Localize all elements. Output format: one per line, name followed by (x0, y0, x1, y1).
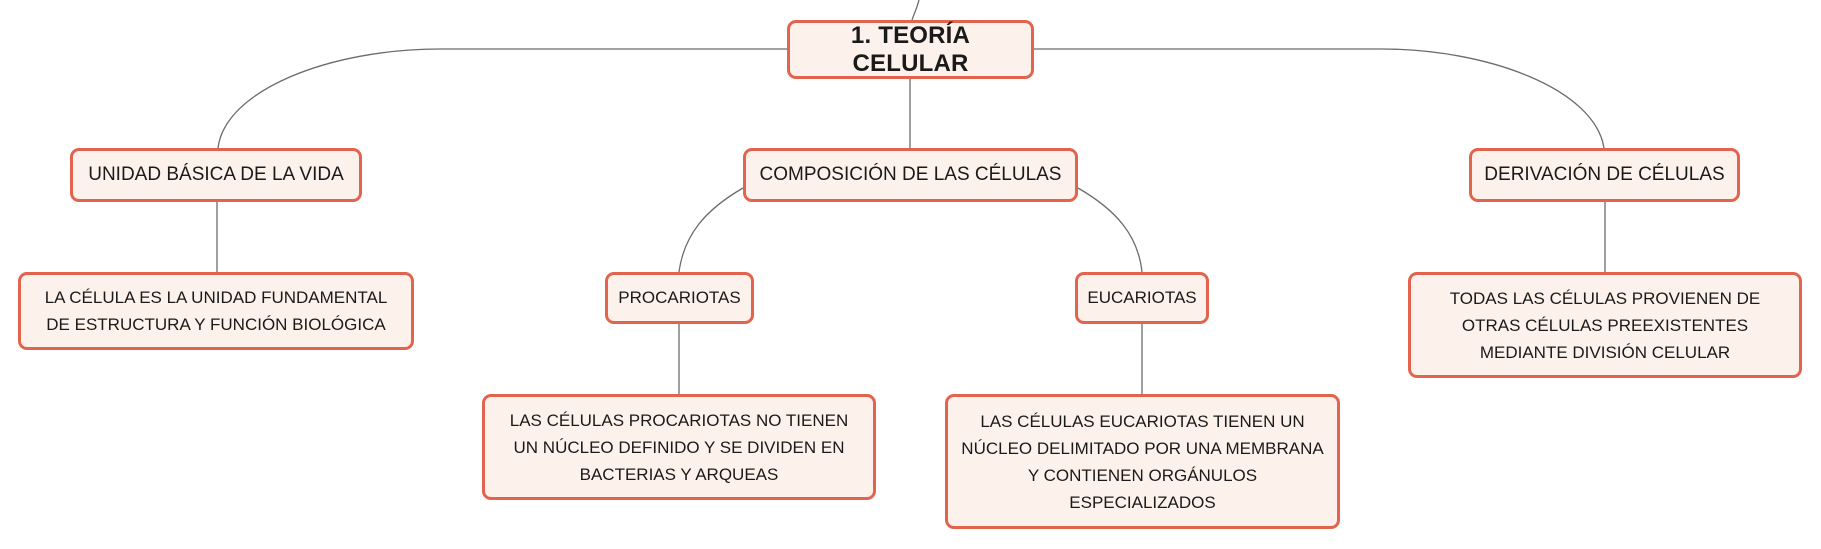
node-label: UNIDAD BÁSICA DE LA VIDA (88, 164, 344, 185)
node-eucariotas-descripcion[interactable]: LAS CÉLULAS EUCARIOTAS TIENEN UN NÚCLEO … (945, 394, 1340, 529)
node-unidad-basica[interactable]: UNIDAD BÁSICA DE LA VIDA (70, 148, 362, 202)
connector-root-derivacion (1034, 48, 1605, 149)
connector-composicion-procariotas (678, 187, 744, 273)
node-root-teoria-celular[interactable]: 1. TEORÍA CELULAR (787, 20, 1034, 79)
node-derivacion[interactable]: DERIVACIÓN DE CÉLULAS (1469, 148, 1740, 202)
node-label: LA CÉLULA ES LA UNIDAD FUNDAMENTAL DE ES… (44, 288, 388, 334)
node-label: TODAS LAS CÉLULAS PROVIENEN DE OTRAS CÉL… (1449, 288, 1761, 362)
node-label: DERIVACIÓN DE CÉLULAS (1484, 164, 1725, 185)
node-label: PROCARIOTAS (618, 288, 741, 307)
connector-root-unidad (217, 48, 787, 149)
node-label: 1. TEORÍA CELULAR (850, 21, 971, 77)
connector-composicion-eucariotas (1077, 187, 1143, 273)
node-composicion[interactable]: COMPOSICIÓN DE LAS CÉLULAS (743, 148, 1078, 202)
node-label: EUCARIOTAS (1087, 288, 1197, 307)
node-derivacion-descripcion[interactable]: TODAS LAS CÉLULAS PROVIENEN DE OTRAS CÉL… (1408, 272, 1802, 378)
node-eucariotas[interactable]: EUCARIOTAS (1075, 272, 1209, 324)
node-label: LAS CÉLULAS EUCARIOTAS TIENEN UN NÚCLEO … (961, 411, 1324, 512)
node-label: COMPOSICIÓN DE LAS CÉLULAS (759, 164, 1062, 185)
node-label: LAS CÉLULAS PROCARIOTAS NO TIENEN UN NÚC… (509, 410, 849, 484)
node-procariotas[interactable]: PROCARIOTAS (605, 272, 754, 324)
connector-incoming-root (911, 0, 920, 21)
node-unidad-descripcion[interactable]: LA CÉLULA ES LA UNIDAD FUNDAMENTAL DE ES… (18, 272, 414, 350)
node-procariotas-descripcion[interactable]: LAS CÉLULAS PROCARIOTAS NO TIENEN UN NÚC… (482, 394, 876, 500)
